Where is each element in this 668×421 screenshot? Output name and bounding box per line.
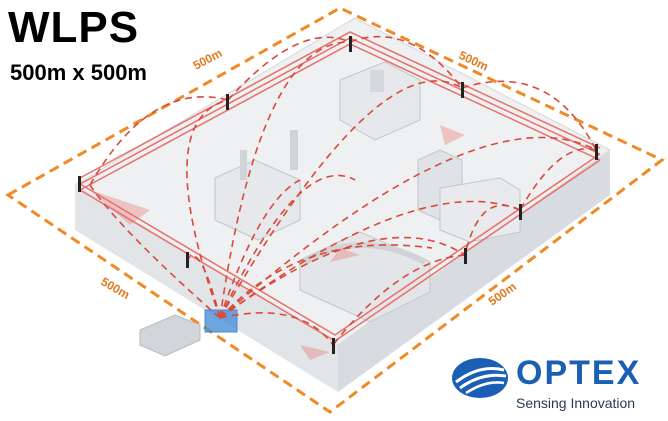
building-factory-top [339, 61, 421, 141]
truck [139, 314, 201, 357]
dimension-left: 500m [99, 274, 133, 301]
detection-zones [90, 125, 465, 360]
building-warehouse [299, 231, 431, 323]
globe-icon [452, 358, 508, 398]
building-tower [417, 149, 521, 243]
sensor-posts [78, 36, 598, 354]
site-boundary [5, 6, 665, 414]
wireless-links [89, 35, 597, 346]
ground-front-wall [75, 185, 338, 392]
building-factory-left [214, 130, 301, 241]
dimension-bottom: 500m [486, 279, 519, 308]
central-hub [204, 309, 238, 333]
dimension-top: 500m [191, 46, 225, 73]
page-subtitle: 500m x 500m [10, 60, 147, 85]
ground-right-wall [338, 150, 610, 392]
brand-tagline: Sensing Innovation [516, 395, 636, 411]
page-title: WLPS [8, 3, 140, 52]
brand-name: OPTEX [516, 354, 642, 392]
brand-logo: OPTEX Sensing Innovation [450, 356, 660, 414]
